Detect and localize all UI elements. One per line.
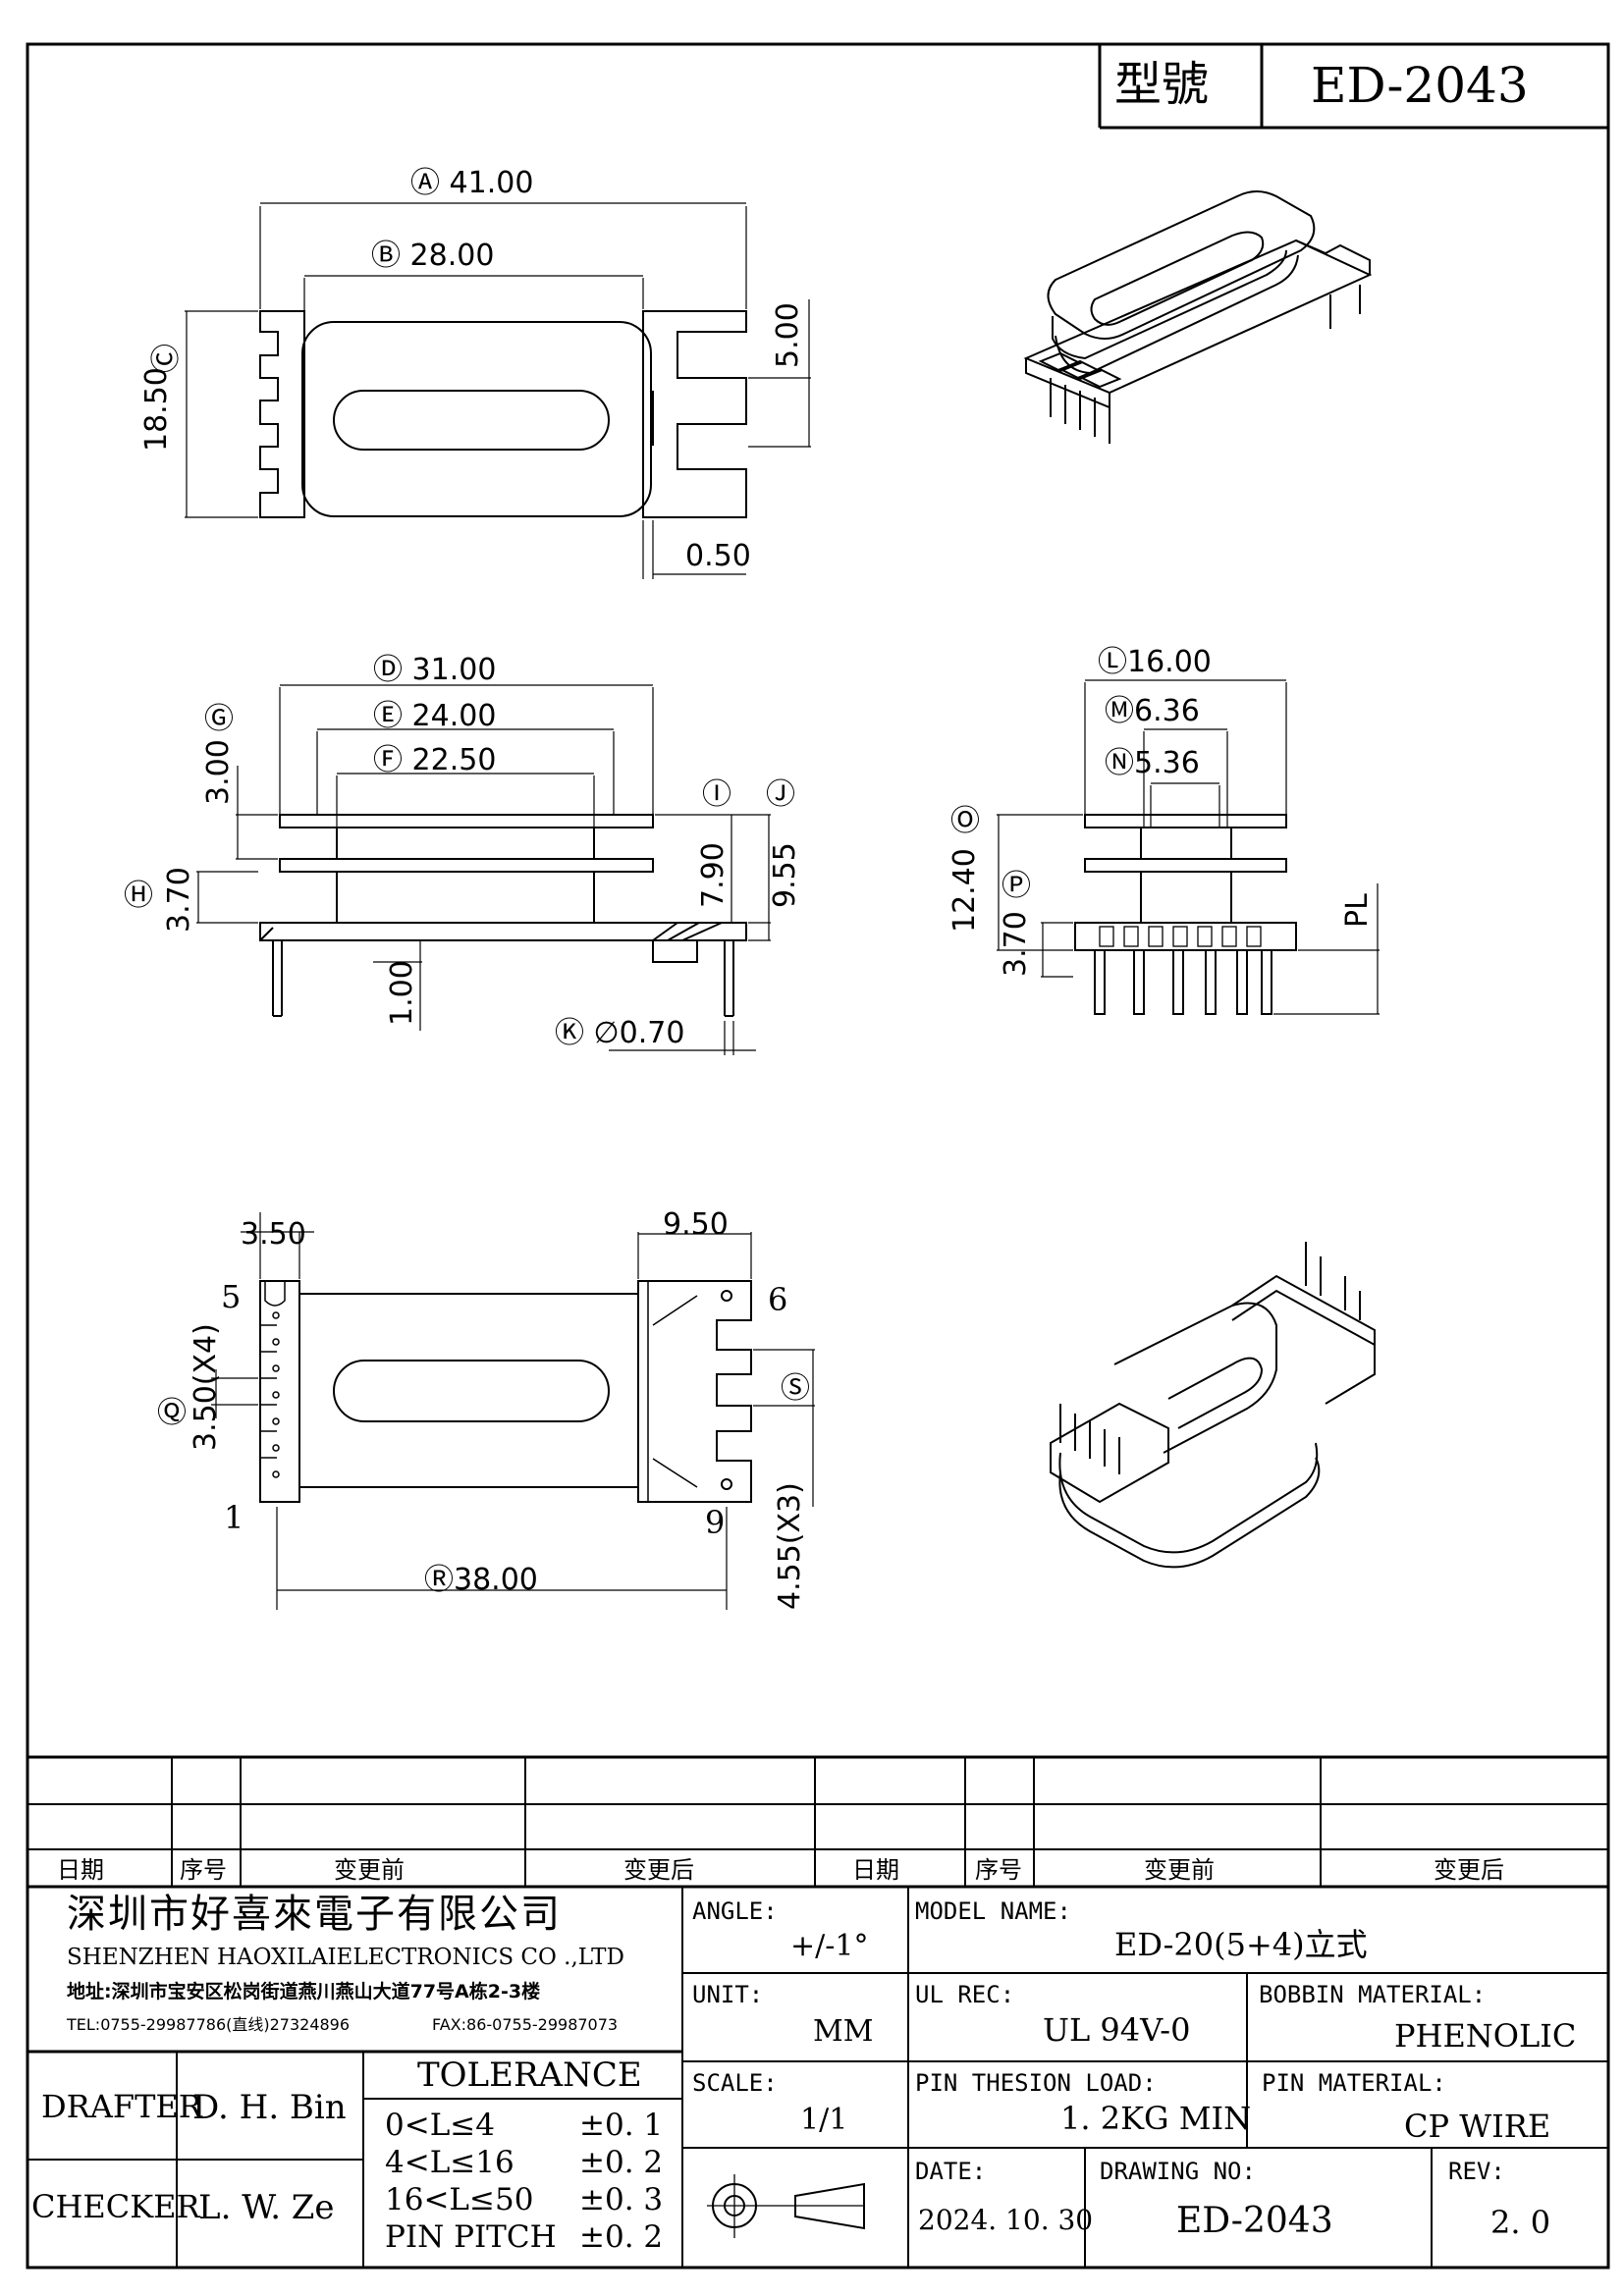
rev-header-after-2: 变更后 xyxy=(1434,1856,1504,1884)
side-view xyxy=(997,679,1380,1015)
drawing-no-label: DRAWING NO: xyxy=(1100,2158,1256,2185)
title-block xyxy=(27,1887,1608,2268)
dim-p-value: 3.70 xyxy=(999,911,1033,977)
tolerance-title: TOLERANCE xyxy=(417,2056,642,2095)
bobbin-material-value: PHENOLIC xyxy=(1394,2017,1577,2055)
dim-0-50: 0.50 xyxy=(685,539,751,573)
model-number: ED-2043 xyxy=(1311,57,1529,114)
dim-e: Ⓔ 24.00 xyxy=(373,699,497,733)
top-view xyxy=(185,202,811,579)
checker-name: L. W. Ze xyxy=(198,2188,335,2227)
ul-rec-value: UL 94V-0 xyxy=(1043,2011,1191,2049)
pin-load-label: PIN THESION LOAD: xyxy=(915,2069,1157,2097)
dim-a: Ⓐ 41.00 xyxy=(410,166,534,200)
dim-j-value: 9.55 xyxy=(768,842,802,908)
dim-n: Ⓝ5.36 xyxy=(1105,746,1200,780)
dim-5-00: 5.00 xyxy=(771,302,805,368)
angle-label: ANGLE: xyxy=(692,1897,778,1925)
tolerance-range-1: 0<L≤4 xyxy=(385,2108,495,2143)
dim-i-value: 7.90 xyxy=(696,842,731,908)
pin-material-label: PIN MATERIAL: xyxy=(1262,2069,1446,2097)
rev-header-after: 变更后 xyxy=(623,1856,694,1884)
pin-load-value: 1. 2KG MIN xyxy=(1060,2100,1252,2137)
tolerance-range-4: PIN PITCH xyxy=(385,2219,557,2255)
bobbin-material-label: BOBBIN MATERIAL: xyxy=(1259,1981,1487,2008)
dim-pl: PL xyxy=(1340,893,1375,928)
model-title-box xyxy=(1098,44,1608,130)
tolerance-range-3: 16<L≤50 xyxy=(385,2182,534,2217)
model-name-label: MODEL NAME: xyxy=(915,1897,1071,1925)
rev-header-date-2: 日期 xyxy=(852,1856,899,1884)
rev-header-before-2: 变更前 xyxy=(1144,1856,1215,1884)
company-name-cn: 深圳市好喜來電子有限公司 xyxy=(67,1892,562,1937)
isometric-view-upper xyxy=(1023,190,1373,444)
dim-3-50: 3.50 xyxy=(241,1217,306,1252)
company-tel: TEL:0755-29987786(直线)27324896 xyxy=(67,2015,351,2034)
drawing-border xyxy=(26,42,1610,2269)
dim-h-mark: Ⓗ xyxy=(124,879,153,913)
date-label: DATE: xyxy=(915,2158,987,2185)
revision-table xyxy=(27,1755,1608,1889)
dim-c-mark: Ⓒ xyxy=(149,344,184,373)
pin-1-label: 1 xyxy=(224,1499,244,1536)
company-address: 地址:深圳市宝安区松岗街道燕川燕山大道77号A栋2-3楼 xyxy=(67,1981,541,2002)
dim-j-mark: Ⓙ xyxy=(766,777,795,812)
dim-h-value: 3.70 xyxy=(162,867,196,933)
rev-header-seq-2: 序号 xyxy=(975,1856,1022,1884)
dim-p-mark: Ⓟ xyxy=(1001,869,1031,903)
rev-header-seq: 序号 xyxy=(180,1856,227,1884)
dim-o-mark: Ⓞ xyxy=(950,804,980,838)
tolerance-value-4: ±0. 2 xyxy=(579,2219,664,2255)
dim-9-50: 9.50 xyxy=(663,1207,729,1242)
dim-d: Ⓓ 31.00 xyxy=(373,653,497,687)
dim-m: Ⓜ6.36 xyxy=(1105,694,1200,728)
rev-header-date: 日期 xyxy=(57,1856,104,1884)
company-fax: FAX:86-0755-29987073 xyxy=(432,2015,619,2034)
dim-o-value: 12.40 xyxy=(947,848,982,933)
dim-q-mark: Ⓠ xyxy=(157,1396,187,1430)
dim-q-value: 3.50(X4) xyxy=(189,1323,223,1451)
company-name-en: SHENZHEN HAOXILAIELECTRONICS CO .,LTD xyxy=(67,1945,624,1970)
pin-9-label: 9 xyxy=(705,1504,726,1541)
unit-value: MM xyxy=(813,2014,874,2049)
bottom-view xyxy=(211,1212,815,1610)
dim-c-value: 18.50 xyxy=(139,367,174,452)
pin-5-label: 5 xyxy=(221,1278,242,1315)
scale-label: SCALE: xyxy=(692,2069,778,2097)
rev-header-before: 变更前 xyxy=(334,1856,405,1884)
front-view xyxy=(196,684,771,1055)
tolerance-value-3: ±0. 3 xyxy=(579,2182,664,2217)
scale-value: 1/1 xyxy=(800,2103,848,2137)
dim-f: Ⓕ 22.50 xyxy=(373,743,497,777)
dim-s-mark: Ⓢ xyxy=(781,1371,810,1406)
ul-rec-label: UL REC: xyxy=(915,1981,1015,2008)
angle-value: +/-1° xyxy=(790,1929,869,1963)
pin-6-label: 6 xyxy=(768,1281,788,1318)
tolerance-range-2: 4<L≤16 xyxy=(385,2145,514,2180)
pin-material-value: CP WIRE xyxy=(1404,2108,1551,2145)
dim-g-value: 3.00 xyxy=(201,739,236,805)
drafter-label: DRAFTER xyxy=(41,2088,202,2125)
dim-i-mark: Ⓘ xyxy=(702,777,731,812)
drawing-no-value: ED-2043 xyxy=(1176,2201,1333,2241)
model-name-value: ED-20(5+4)立式 xyxy=(1114,1926,1368,1963)
isometric-view-lower xyxy=(1050,1242,1376,1569)
drafter-name: D. H. Bin xyxy=(192,2088,347,2127)
checker-label: CHECKER xyxy=(31,2188,200,2225)
tolerance-value-2: ±0. 2 xyxy=(579,2145,664,2180)
dim-b: Ⓑ 28.00 xyxy=(371,239,495,273)
dim-1-00: 1.00 xyxy=(385,960,419,1026)
tolerance-value-1: ±0. 1 xyxy=(579,2108,664,2143)
dim-g-mark: Ⓖ xyxy=(204,702,234,736)
rev-label: REV: xyxy=(1448,2158,1505,2185)
dim-l: Ⓛ16.00 xyxy=(1098,645,1212,679)
unit-label: UNIT: xyxy=(692,1981,764,2008)
dim-r: Ⓡ38.00 xyxy=(424,1563,538,1597)
date-value: 2024. 10. 30 xyxy=(918,2204,1094,2236)
dim-s-value: 4.55(X3) xyxy=(773,1482,807,1610)
rev-value: 2. 0 xyxy=(1490,2204,1551,2241)
model-label: 型號 xyxy=(1114,57,1210,112)
dim-k: Ⓚ ∅0.70 xyxy=(555,1016,685,1050)
